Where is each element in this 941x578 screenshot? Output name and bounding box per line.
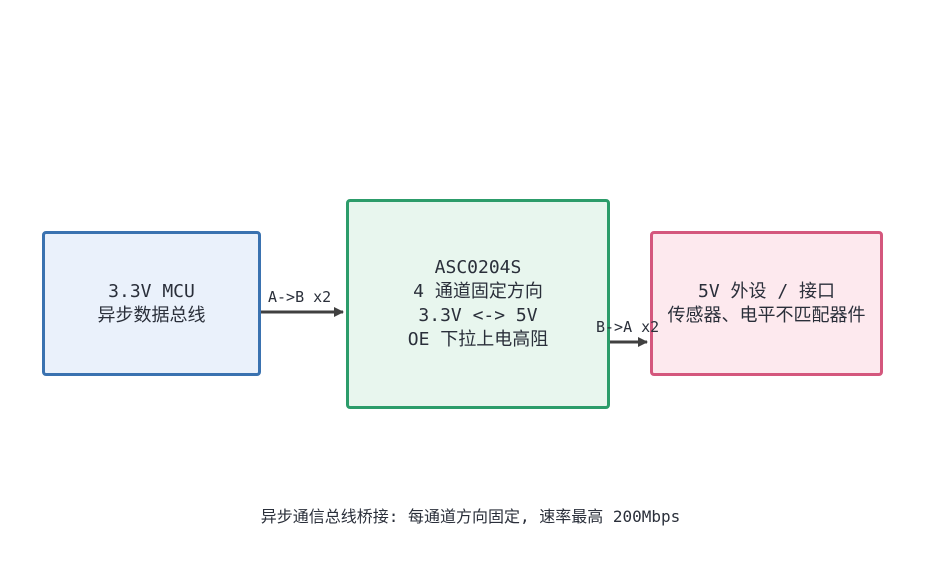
diagram-caption: 异步通信总线桥接: 每通道方向固定, 速率最高 200Mbps (260, 507, 681, 526)
edge-label-a-to-b: A->B x2 (268, 288, 332, 306)
bridge-voltage: 3.3V <-> 5V (418, 305, 538, 326)
bridge-part-number: ASC0204S (434, 257, 522, 278)
mcu-node: 3.3V MCU 异步数据总线 (42, 231, 261, 376)
peripheral-subtitle: 传感器、电平不匹配器件 (667, 304, 866, 326)
peripheral-title: 5V 外设 / 接口 (697, 280, 836, 302)
peripheral-node: 5V 外设 / 接口 传感器、电平不匹配器件 (650, 231, 883, 376)
mcu-subtitle: 异步数据总线 (97, 304, 206, 326)
bridge-node: ASC0204S 4 通道固定方向 3.3V <-> 5V OE 下拉上电高阻 (346, 199, 610, 409)
bridge-oe-note: OE 下拉上电高阻 (407, 329, 549, 350)
mcu-title: 3.3V MCU (108, 280, 195, 302)
edge-label-b-to-a: B->A x2 (596, 318, 660, 336)
bridge-channels: 4 通道固定方向 (413, 281, 543, 302)
